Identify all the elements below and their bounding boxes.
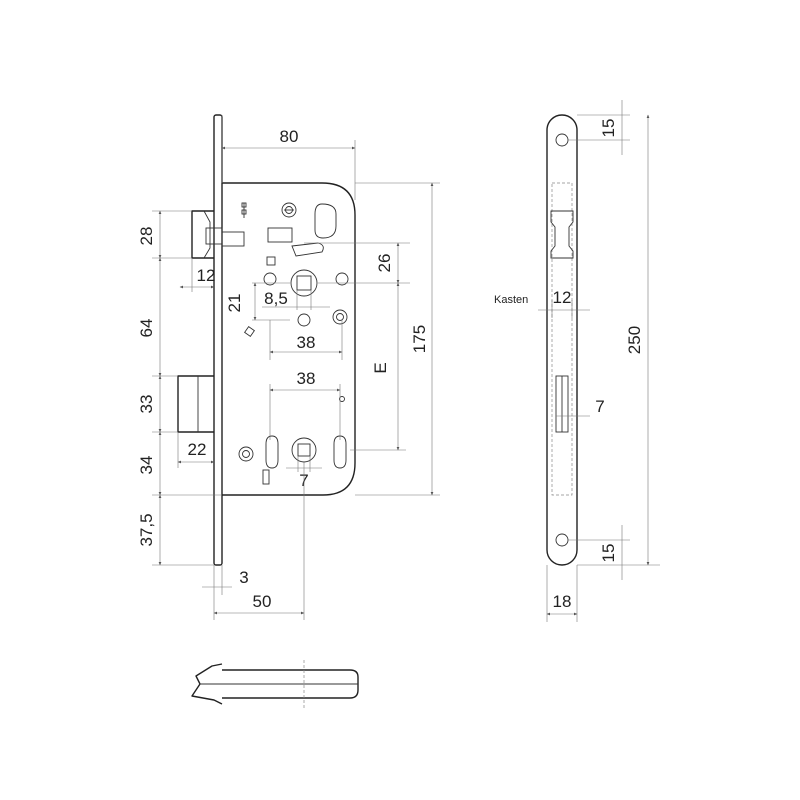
dim-26: 26 — [375, 254, 394, 273]
spindle-detail — [191, 660, 359, 708]
spindle — [222, 669, 359, 699]
dim-28: 28 — [137, 227, 156, 246]
dim-50: 50 — [253, 592, 272, 611]
dim-38-top: 38 — [297, 333, 316, 352]
dim-21: 21 — [225, 294, 244, 313]
bolt-hole — [335, 272, 349, 286]
case-outline — [551, 182, 573, 496]
dim-250: 250 — [625, 326, 644, 354]
dead-bolt — [177, 375, 214, 433]
dim-12: 12 — [197, 266, 216, 285]
faceplate-screw-hole-bottom — [555, 533, 569, 547]
bolt-hole — [263, 272, 277, 286]
dim-kasten-12: 12 — [553, 288, 572, 307]
side-view — [546, 114, 578, 566]
front-view — [177, 114, 356, 566]
lock-case — [222, 182, 356, 496]
top-screw — [281, 202, 297, 218]
dim-side-7: 7 — [595, 397, 604, 416]
dim-34: 34 — [137, 456, 156, 475]
latch-link — [267, 227, 293, 243]
dim-e: E — [371, 362, 390, 373]
dim-175: 175 — [410, 325, 429, 353]
faceplate-screw-hole-top — [555, 133, 569, 147]
dim-3: 3 — [239, 568, 248, 587]
bolt-hole — [297, 313, 311, 327]
latch-opening — [550, 210, 574, 259]
case-screw-middle — [332, 309, 348, 325]
dim-64: 64 — [137, 319, 156, 338]
kasten-label: Kasten — [494, 294, 528, 306]
dim-8-5: 8,5 — [264, 289, 288, 308]
key-slot-right — [333, 435, 347, 469]
key-slot-left — [265, 435, 279, 469]
dim-37-5: 37,5 — [137, 513, 156, 546]
side-dimensions: 15 Kasten 12 7 250 15 18 — [494, 100, 660, 622]
latch-cam — [291, 242, 324, 257]
side-faceplate — [546, 114, 578, 566]
small-square — [243, 325, 256, 338]
dim-80: 80 — [280, 127, 299, 146]
dim-18: 18 — [553, 592, 572, 611]
cylinder-square — [291, 437, 317, 463]
case-screw-bottom — [238, 446, 254, 462]
dim-38-bottom: 38 — [297, 369, 316, 388]
front-dimensions: 80 28 12 21 8,5 26 38 175 — [137, 115, 440, 620]
dim-22: 22 — [188, 440, 207, 459]
follower-square — [290, 269, 318, 297]
dim-15-bottom: 15 — [599, 544, 618, 563]
latch-bolt — [191, 202, 247, 259]
dim-15-top: 15 — [599, 119, 618, 138]
key-slot-top — [314, 203, 337, 239]
dim-33: 33 — [137, 395, 156, 414]
faceplate — [213, 114, 223, 566]
